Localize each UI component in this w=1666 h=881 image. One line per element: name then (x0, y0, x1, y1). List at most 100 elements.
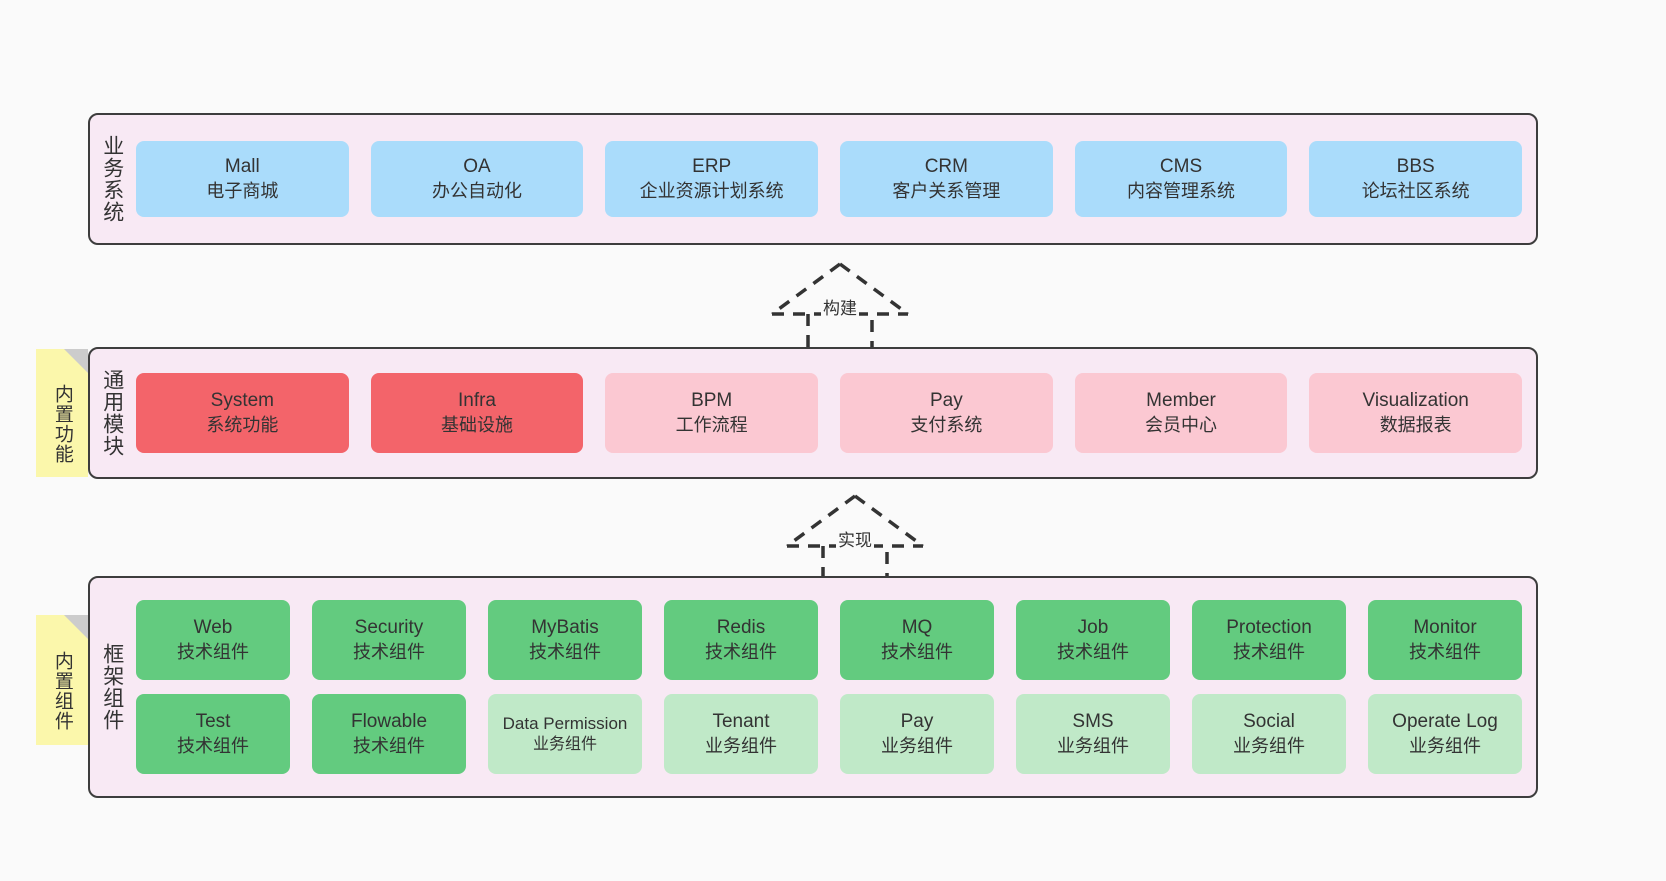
layer-caption-business: 业务系统 (100, 135, 124, 223)
node-job[interactable]: Job 技术组件 (1016, 600, 1170, 680)
node-subtitle: 技术组件 (1233, 641, 1305, 662)
node-subtitle: 技术组件 (1409, 641, 1481, 662)
node-title: Monitor (1413, 617, 1477, 639)
node-title: MyBatis (531, 617, 599, 639)
sticky-note-builtin-features: 内置功能 (36, 349, 88, 477)
node-visualization[interactable]: Visualization 数据报表 (1309, 373, 1523, 453)
node-subtitle: 技术组件 (353, 735, 425, 756)
node-row: Web 技术组件 Security 技术组件 MyBatis 技术组件 Redi… (136, 600, 1522, 680)
node-subtitle: 会员中心 (1145, 414, 1218, 435)
node-pay-module[interactable]: Pay 支付系统 (840, 373, 1053, 453)
node-mq[interactable]: MQ 技术组件 (840, 600, 994, 680)
sticky-label: 内置组件 (51, 651, 73, 731)
node-title: Operate Log (1392, 711, 1498, 733)
node-title: BBS (1396, 156, 1435, 178)
connector-build: 构建 (760, 258, 920, 358)
node-subtitle: 电子商城 (206, 180, 279, 201)
node-title: Pay (900, 711, 934, 733)
node-subtitle: 论坛社区系统 (1361, 180, 1470, 201)
node-subtitle: 技术组件 (881, 641, 953, 662)
node-cms[interactable]: CMS 内容管理系统 (1074, 141, 1288, 217)
layer-framework-components[interactable]: 框架组件 Web 技术组件 Security 技术组件 MyBatis 技术组件… (88, 576, 1538, 798)
node-row: Mall 电子商城 OA 办公自动化 ERP 企业资源计划系统 CRM 客户关系… (136, 141, 1523, 217)
node-title: Redis (716, 617, 766, 639)
connector-build-label: 构建 (821, 294, 859, 319)
node-row: System 系统功能 Infra 基础设施 BPM 工作流程 Pay 支付系统… (136, 373, 1523, 453)
node-title: Visualization (1362, 390, 1469, 412)
node-subtitle: 客户关系管理 (892, 180, 1001, 201)
node-mall[interactable]: Mall 电子商城 (136, 141, 349, 217)
node-title: Security (354, 617, 424, 639)
sticky-fold-corner-icon (64, 349, 88, 373)
node-title: BPM (691, 390, 733, 412)
node-system[interactable]: System 系统功能 (136, 373, 349, 453)
node-pay-component[interactable]: Pay 业务组件 (840, 694, 994, 774)
node-protection[interactable]: Protection 技术组件 (1192, 600, 1346, 680)
node-title: Job (1077, 617, 1109, 639)
node-title: CRM (924, 156, 968, 178)
node-title: Member (1146, 390, 1216, 412)
node-subtitle: 系统功能 (206, 414, 279, 435)
node-subtitle: 业务组件 (705, 735, 777, 756)
node-oa[interactable]: OA 办公自动化 (370, 141, 584, 217)
node-social[interactable]: Social 业务组件 (1192, 694, 1346, 774)
node-title: Infra (457, 390, 497, 412)
node-subtitle: 企业资源计划系统 (639, 180, 784, 201)
node-subtitle: 技术组件 (353, 641, 425, 662)
node-subtitle: 数据报表 (1379, 414, 1452, 435)
node-title: ERP (692, 156, 732, 178)
node-infra[interactable]: Infra 基础设施 (370, 373, 584, 453)
node-title: Test (195, 711, 231, 733)
layer-business-systems[interactable]: 业务系统 Mall 电子商城 OA 办公自动化 ERP 企业资源计划系统 CRM… (88, 113, 1538, 245)
node-security[interactable]: Security 技术组件 (312, 600, 466, 680)
node-title: Pay (929, 390, 963, 412)
layer-body-modules: System 系统功能 Infra 基础设施 BPM 工作流程 Pay 支付系统… (134, 349, 1536, 477)
node-title: Data Permission (502, 713, 628, 733)
node-title: SMS (1072, 711, 1114, 733)
node-title: CMS (1159, 156, 1203, 178)
node-subtitle: 技术组件 (705, 641, 777, 662)
layer-body-framework: Web 技术组件 Security 技术组件 MyBatis 技术组件 Redi… (134, 578, 1536, 796)
node-title: Flowable (350, 711, 428, 733)
sticky-fold-corner-icon (64, 615, 88, 639)
node-subtitle: 业务组件 (1057, 735, 1129, 756)
node-web[interactable]: Web 技术组件 (136, 600, 290, 680)
node-redis[interactable]: Redis 技术组件 (664, 600, 818, 680)
node-subtitle: 技术组件 (529, 641, 601, 662)
node-subtitle: 业务组件 (1409, 735, 1481, 756)
node-sms[interactable]: SMS 业务组件 (1016, 694, 1170, 774)
node-bbs[interactable]: BBS 论坛社区系统 (1309, 141, 1523, 217)
layer-caption-framework: 框架组件 (100, 643, 124, 731)
node-subtitle: 工作流程 (675, 414, 748, 435)
node-bpm[interactable]: BPM 工作流程 (605, 373, 819, 453)
node-title: OA (463, 156, 491, 178)
connector-implement-label: 实现 (836, 526, 874, 551)
node-title: Mall (224, 156, 260, 178)
layer-body-business: Mall 电子商城 OA 办公自动化 ERP 企业资源计划系统 CRM 客户关系… (134, 115, 1536, 243)
node-flowable[interactable]: Flowable 技术组件 (312, 694, 466, 774)
node-subtitle: 业务组件 (532, 735, 597, 753)
node-test[interactable]: Test 技术组件 (136, 694, 290, 774)
node-row: Test 技术组件 Flowable 技术组件 Data Permission … (136, 694, 1522, 774)
layer-common-modules[interactable]: 通用模块 System 系统功能 Infra 基础设施 BPM 工作流程 Pay… (88, 347, 1538, 479)
node-title: MQ (901, 617, 933, 639)
sticky-label: 内置功能 (51, 384, 73, 464)
layer-caption-modules: 通用模块 (100, 369, 124, 457)
node-tenant[interactable]: Tenant 业务组件 (664, 694, 818, 774)
node-subtitle: 技术组件 (1057, 641, 1129, 662)
node-monitor[interactable]: Monitor 技术组件 (1368, 600, 1522, 680)
sticky-note-builtin-components: 内置组件 (36, 615, 88, 745)
node-subtitle: 业务组件 (881, 735, 953, 756)
node-title: Social (1243, 711, 1295, 733)
node-title: Tenant (712, 711, 770, 733)
node-subtitle: 业务组件 (1233, 735, 1305, 756)
node-subtitle: 支付系统 (910, 414, 983, 435)
node-operate-log[interactable]: Operate Log 业务组件 (1368, 694, 1522, 774)
node-subtitle: 技术组件 (177, 641, 249, 662)
node-data-permission[interactable]: Data Permission 业务组件 (488, 694, 642, 774)
node-erp[interactable]: ERP 企业资源计划系统 (605, 141, 819, 217)
node-member[interactable]: Member 会员中心 (1074, 373, 1288, 453)
node-subtitle: 技术组件 (177, 735, 249, 756)
node-mybatis[interactable]: MyBatis 技术组件 (488, 600, 642, 680)
node-crm[interactable]: CRM 客户关系管理 (840, 141, 1053, 217)
